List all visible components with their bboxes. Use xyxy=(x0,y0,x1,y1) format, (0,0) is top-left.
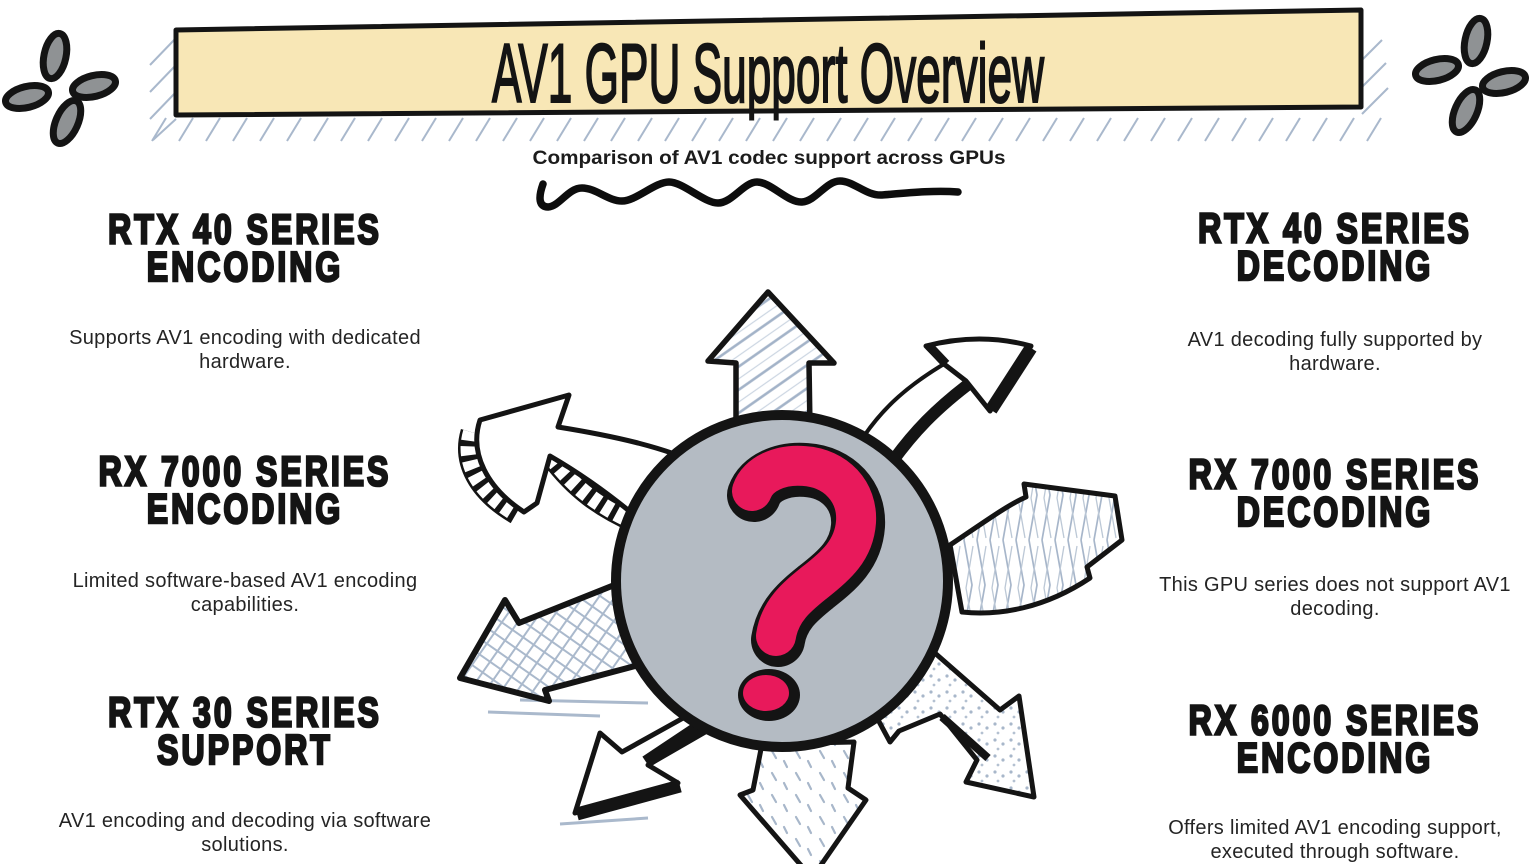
svg-text:AV1 GPU Support Overview: AV1 GPU Support Overview xyxy=(492,27,1044,120)
svg-text:Comparison of AV1 codec suppor: Comparison of AV1 codec support across G… xyxy=(533,148,1006,169)
